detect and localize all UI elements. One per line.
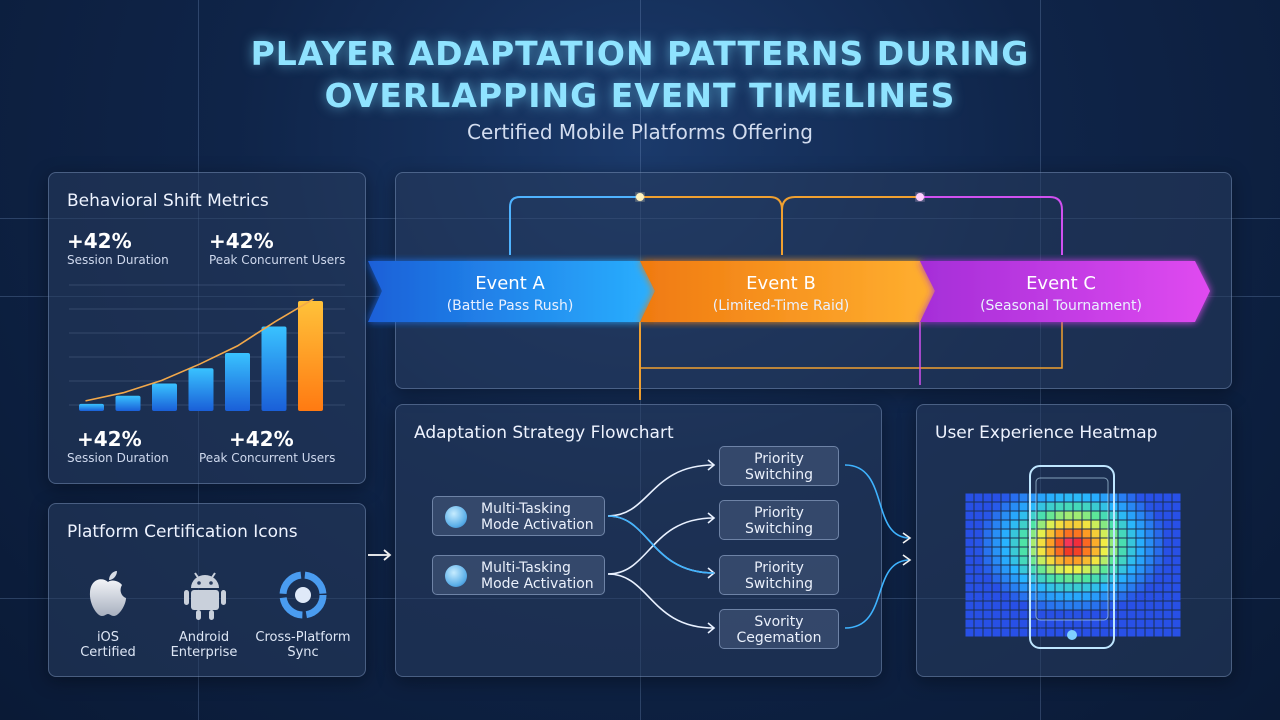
flow-start-node-2[interactable]: Multi-Tasking Mode Activation: [432, 555, 605, 595]
timeline-connector: [781, 196, 920, 211]
event-b-bar: [640, 261, 935, 322]
timeline-connector: [920, 196, 1063, 255]
sync-icon: [279, 571, 327, 619]
platform-label-cross: Cross-Platform Sync: [255, 630, 351, 660]
timeline-graphic: [368, 193, 1210, 400]
platform-panel: Platform Certification Icons iOS Certifi…: [48, 503, 366, 677]
event-c-name: Event C: [1026, 273, 1096, 294]
event-c-label: Event C (Seasonal Tournament): [931, 273, 1191, 314]
event-b-label: Event B (Limited-Time Raid): [651, 273, 911, 314]
behavior-bar-chart: [69, 284, 345, 411]
heatmap-panel: User Experience Heatmap: [916, 404, 1232, 677]
timeline-node: [916, 193, 924, 201]
android-icon: [184, 572, 226, 620]
behavior-panel: Behavioral Shift Metrics +42% Session Du…: [48, 172, 366, 484]
metric-value: +42%: [229, 427, 294, 451]
chart-bar: [152, 383, 177, 411]
timeline-connector: [509, 196, 640, 255]
timeline-connector: [640, 322, 1063, 369]
heatmap-panel-title: User Experience Heatmap: [935, 423, 1158, 443]
metric-label: Peak Concurrent Users: [209, 253, 346, 267]
flow-outcome-node[interactable]: Priority Switching: [719, 446, 839, 486]
chart-bar: [261, 326, 287, 411]
event-b-sub: (Limited-Time Raid): [712, 298, 850, 314]
event-c-bar: [920, 261, 1210, 322]
event-a-bar: [368, 261, 655, 322]
event-c-sub: (Seasonal Tournament): [980, 298, 1142, 314]
shield-icon: [445, 506, 467, 528]
puzzle-icon: [445, 565, 467, 587]
flow-start-node-1[interactable]: Multi-Tasking Mode Activation: [432, 496, 605, 536]
metric-value: +42%: [209, 229, 274, 253]
event-a-sub: (Battle Pass Rush): [446, 298, 574, 314]
chart-bar: [225, 352, 250, 411]
platform-label-android: Android Enterprise: [170, 630, 238, 660]
metric-label: Session Duration: [67, 451, 169, 465]
metric-label: Session Duration: [67, 253, 169, 267]
apple-icon: [89, 571, 126, 616]
arrow-right-icon: [368, 549, 392, 561]
flow-outcome-node[interactable]: Priority Switching: [719, 500, 839, 540]
metric-value: +42%: [77, 427, 142, 451]
platform-label-ios: iOS Certified: [80, 630, 136, 660]
chart-bar: [79, 403, 104, 411]
event-b-name: Event B: [746, 273, 816, 294]
event-a-name: Event A: [475, 273, 545, 294]
page-title-line-2: OVERLAPPING EVENT TIMELINES: [324, 76, 956, 115]
metric-label: Peak Concurrent Users: [199, 451, 336, 465]
behavior-panel-title: Behavioral Shift Metrics: [67, 191, 269, 211]
platform-panel-title: Platform Certification Icons: [67, 522, 298, 542]
chart-bar: [188, 368, 214, 411]
timeline-node: [636, 193, 644, 201]
chart-trend-line: [85, 298, 314, 402]
event-a-label: Event A (Battle Pass Rush): [380, 273, 640, 314]
flowchart-panel-title: Adaptation Strategy Flowchart: [414, 423, 674, 443]
flow-outcome-node[interactable]: Svority Cegemation: [719, 609, 839, 649]
timeline-connector: [640, 196, 783, 255]
page-title-line-1: PLAYER ADAPTATION PATTERNS DURING: [250, 34, 1030, 73]
chart-bar: [115, 395, 141, 411]
chart-bar: [298, 301, 323, 411]
page-subtitle: Certified Mobile Platforms Offering: [467, 120, 813, 144]
metric-value: +42%: [67, 229, 132, 253]
flow-outcome-node[interactable]: Priority Switching: [719, 555, 839, 595]
